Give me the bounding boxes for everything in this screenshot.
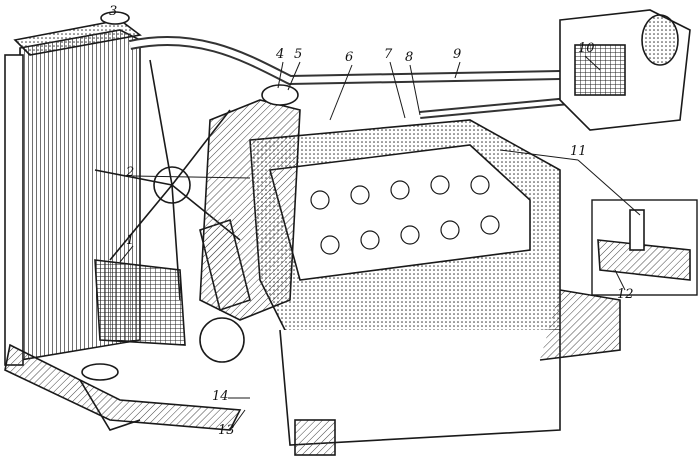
- callout-11: 11: [570, 144, 587, 159]
- callout-5: 5: [294, 47, 303, 62]
- callout-14: 14: [212, 389, 229, 404]
- callout-9: 9: [453, 47, 462, 62]
- callout-2: 2: [126, 165, 135, 180]
- engine-block: [199, 99, 621, 456]
- callout-1: 1: [126, 233, 135, 248]
- callout-12: 12: [617, 287, 634, 302]
- callout-7: 7: [384, 47, 393, 62]
- callout-8: 8: [405, 50, 414, 65]
- callout-6: 6: [345, 50, 354, 65]
- heater: [559, 9, 691, 131]
- callout-13: 13: [218, 423, 235, 438]
- callout-10: 10: [578, 41, 595, 56]
- callout-4: 4: [276, 47, 285, 62]
- callout-3: 3: [109, 4, 118, 19]
